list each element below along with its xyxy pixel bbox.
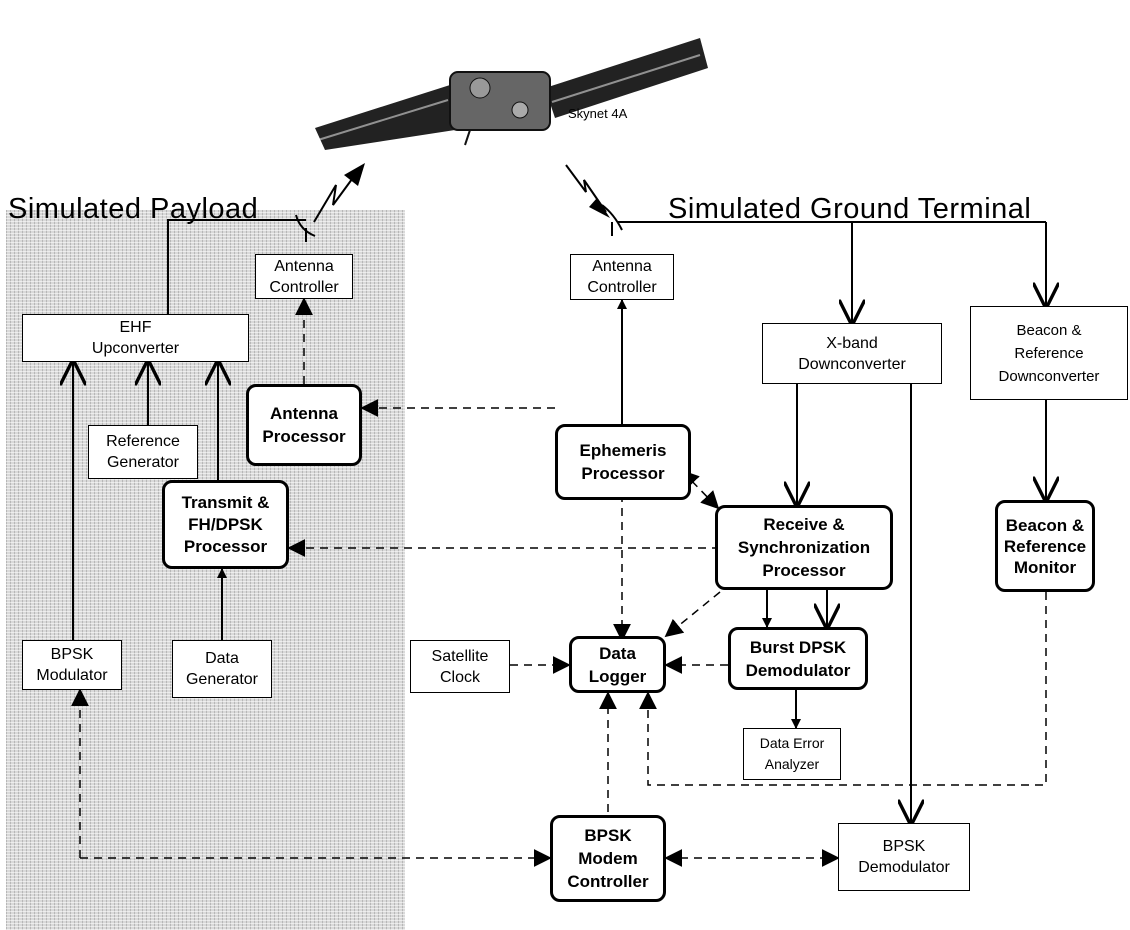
data-logger: Data Logger bbox=[569, 636, 666, 693]
ephemeris-processor: Ephemeris Processor bbox=[555, 424, 691, 500]
ground-antenna-controller: Antenna Controller bbox=[570, 254, 674, 300]
data-error-analyzer: Data Error Analyzer bbox=[743, 728, 841, 780]
ground-antenna-icon bbox=[565, 164, 623, 236]
beacon-reference-monitor: Beacon & Reference Monitor bbox=[995, 500, 1095, 592]
receive-synchronization-processor: Receive & Synchronization Processor bbox=[715, 505, 893, 590]
satellite-icon bbox=[315, 38, 708, 150]
payload-antenna-icon bbox=[295, 174, 356, 242]
ehf-upconverter: EHF Upconverter bbox=[22, 314, 249, 362]
data-generator: Data Generator bbox=[172, 640, 272, 698]
ground-title: Simulated Ground Terminal bbox=[668, 193, 1032, 225]
bpsk-modulator: BPSK Modulator bbox=[22, 640, 122, 690]
bpsk-demodulator: BPSK Demodulator bbox=[838, 823, 970, 891]
beacon-reference-downconverter: Beacon & Reference Downconverter bbox=[970, 306, 1128, 400]
payload-title: Simulated Payload bbox=[8, 193, 259, 225]
satellite-clock: Satellite Clock bbox=[410, 640, 510, 693]
antenna-processor: Antenna Processor bbox=[246, 384, 362, 466]
reference-generator: Reference Generator bbox=[88, 425, 198, 479]
bpsk-modem-controller: BPSK Modem Controller bbox=[550, 815, 666, 902]
payload-antenna-controller: Antenna Controller bbox=[255, 254, 353, 299]
satellite-label: Skynet 4A bbox=[568, 106, 628, 121]
burst-dpsk-demodulator: Burst DPSK Demodulator bbox=[728, 627, 868, 690]
transmit-fh-dpsk-processor: Transmit & FH/DPSK Processor bbox=[162, 480, 289, 569]
xband-downconverter: X-band Downconverter bbox=[762, 323, 942, 384]
